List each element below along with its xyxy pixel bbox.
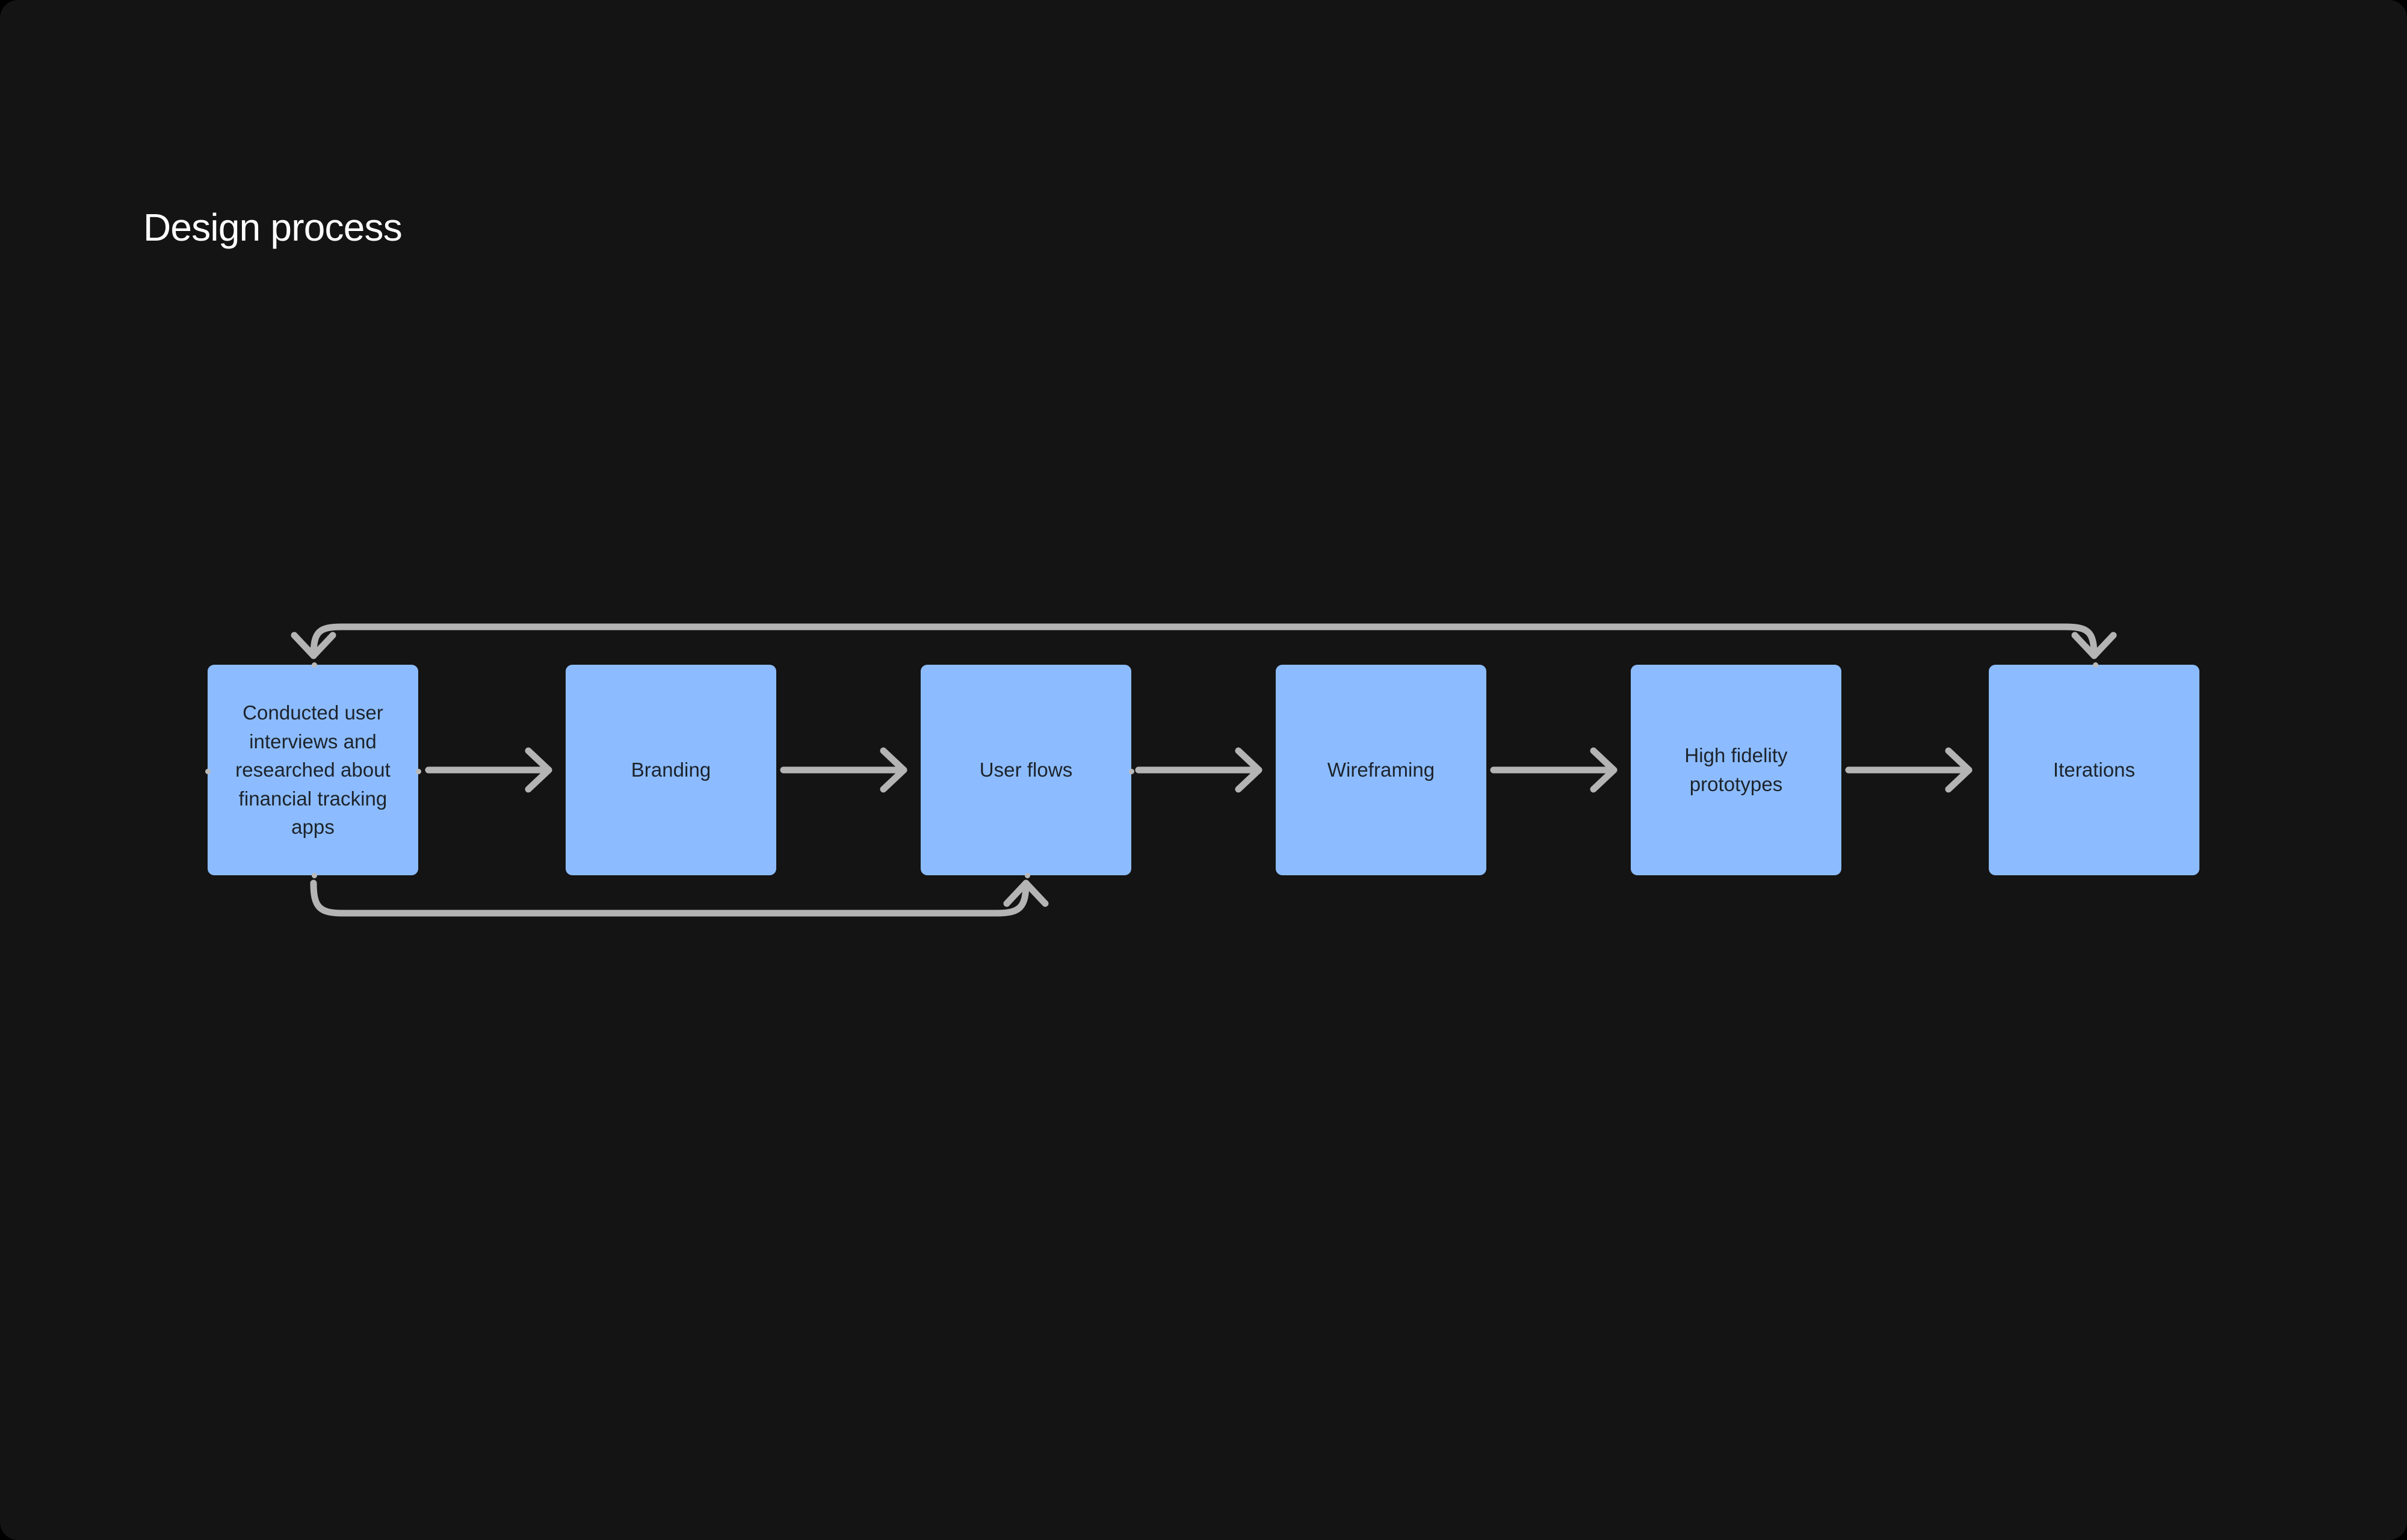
node-wireframing[interactable]: Wireframing	[1276, 665, 1486, 875]
node-iterations[interactable]: Iterations	[1989, 662, 2199, 875]
connector-handle-right[interactable]	[1128, 768, 1134, 774]
node-label: Conducted user interviews and researched…	[235, 701, 391, 839]
edge-loop-bottom-research-to-userflows	[310, 879, 1049, 917]
page-title: Design process	[143, 205, 403, 249]
connector-handle-top[interactable]	[2092, 662, 2098, 668]
node-user-flows[interactable]: User flows	[921, 665, 1134, 878]
connector-handle-bottom[interactable]	[311, 872, 317, 878]
connector-handle-top[interactable]	[311, 662, 317, 668]
node-research[interactable]: Conducted user interviews and researched…	[205, 662, 421, 878]
node-label: Branding	[631, 759, 711, 781]
edge-research-to-branding	[425, 747, 552, 793]
connector-handle-right[interactable]	[415, 768, 421, 774]
connector-handle-bottom[interactable]	[1024, 872, 1030, 878]
connector-handle-left[interactable]	[205, 768, 211, 774]
node-label: Wireframing	[1327, 759, 1435, 781]
node-branding[interactable]: Branding	[566, 665, 776, 875]
node-label: Iterations	[2053, 759, 2136, 781]
node-label: User flows	[979, 759, 1073, 781]
edge-loop-top-iterations-to-research	[291, 623, 2117, 659]
edge-userflows-to-wireframing	[1135, 747, 1262, 793]
edge-hifi-to-iterations	[1845, 747, 1973, 793]
edge-branding-to-userflows	[780, 747, 907, 793]
edge-wireframing-to-hifi	[1490, 747, 1618, 793]
node-high-fidelity-prototypes[interactable]: High fidelity prototypes	[1631, 665, 1841, 875]
node-label: High fidelity prototypes	[1684, 744, 1788, 795]
